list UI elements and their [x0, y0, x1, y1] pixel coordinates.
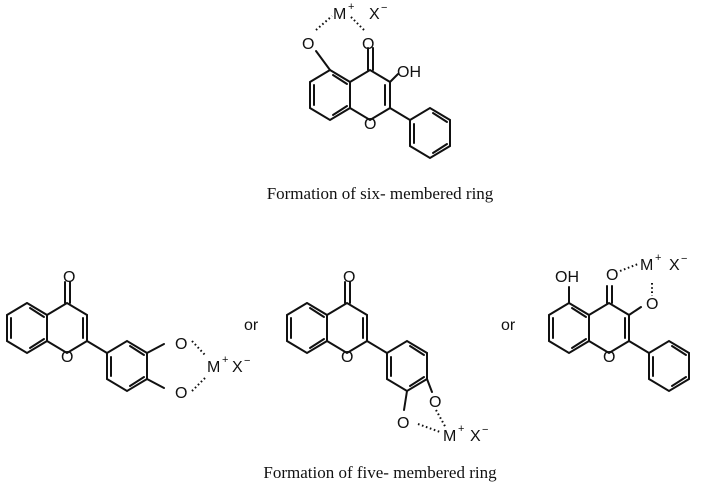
- molecule-five-membered-right: OH O O O M + X −: [548, 252, 690, 393]
- counter-ion-charge-c: −: [681, 253, 687, 265]
- atom-o-phenolic: O: [302, 36, 314, 53]
- atom-oh-c: OH: [555, 269, 579, 286]
- atom-o-ring-c: O: [603, 349, 615, 366]
- atom-metal-c: M: [640, 257, 653, 274]
- counter-ion-charge-b: −: [482, 424, 488, 436]
- atom-o-carbonyl-c: O: [606, 267, 618, 284]
- metal-charge-a: +: [222, 354, 228, 366]
- atom-o-carbonyl: O: [362, 36, 374, 53]
- atom-o-carbonyl-b: O: [343, 269, 355, 286]
- counter-ion-charge-a: −: [244, 355, 250, 367]
- atom-o-carbonyl-a: O: [63, 269, 75, 286]
- caption-five-membered: Formation of five- membered ring: [263, 463, 497, 482]
- molecule-five-membered-middle: O O O O M + X −: [286, 269, 488, 445]
- atom-o-c3: O: [646, 296, 658, 313]
- caption-six-membered: Formation of six- membered ring: [267, 184, 494, 203]
- atom-o-catechol-2b: O: [397, 415, 409, 432]
- or-connector-1: or: [244, 317, 259, 334]
- metal-charge-b: +: [458, 423, 464, 435]
- atom-o-ring-a: O: [61, 349, 73, 366]
- atom-o-catechol-1a: O: [175, 336, 187, 353]
- molecule-five-membered-left: O O O O M + X −: [6, 269, 250, 402]
- metal-charge-c: +: [655, 252, 661, 264]
- molecule-six-membered: O O O OH M + X −: [302, 1, 451, 160]
- atom-o-ring-b: O: [341, 349, 353, 366]
- atom-oh: OH: [397, 64, 421, 81]
- counter-ion-a: X: [232, 359, 243, 376]
- atom-o-catechol-1b: O: [429, 394, 441, 411]
- atom-metal: M: [333, 6, 346, 23]
- counter-ion-charge: −: [381, 2, 387, 14]
- atom-o-ring: O: [364, 116, 376, 133]
- counter-ion-b: X: [470, 428, 481, 445]
- counter-ion-c: X: [669, 257, 680, 274]
- or-connector-2: or: [501, 317, 516, 334]
- atom-metal-a: M: [207, 359, 220, 376]
- metal-charge: +: [348, 1, 354, 13]
- counter-ion: X: [369, 6, 380, 23]
- atom-metal-b: M: [443, 428, 456, 445]
- atom-o-catechol-2a: O: [175, 385, 187, 402]
